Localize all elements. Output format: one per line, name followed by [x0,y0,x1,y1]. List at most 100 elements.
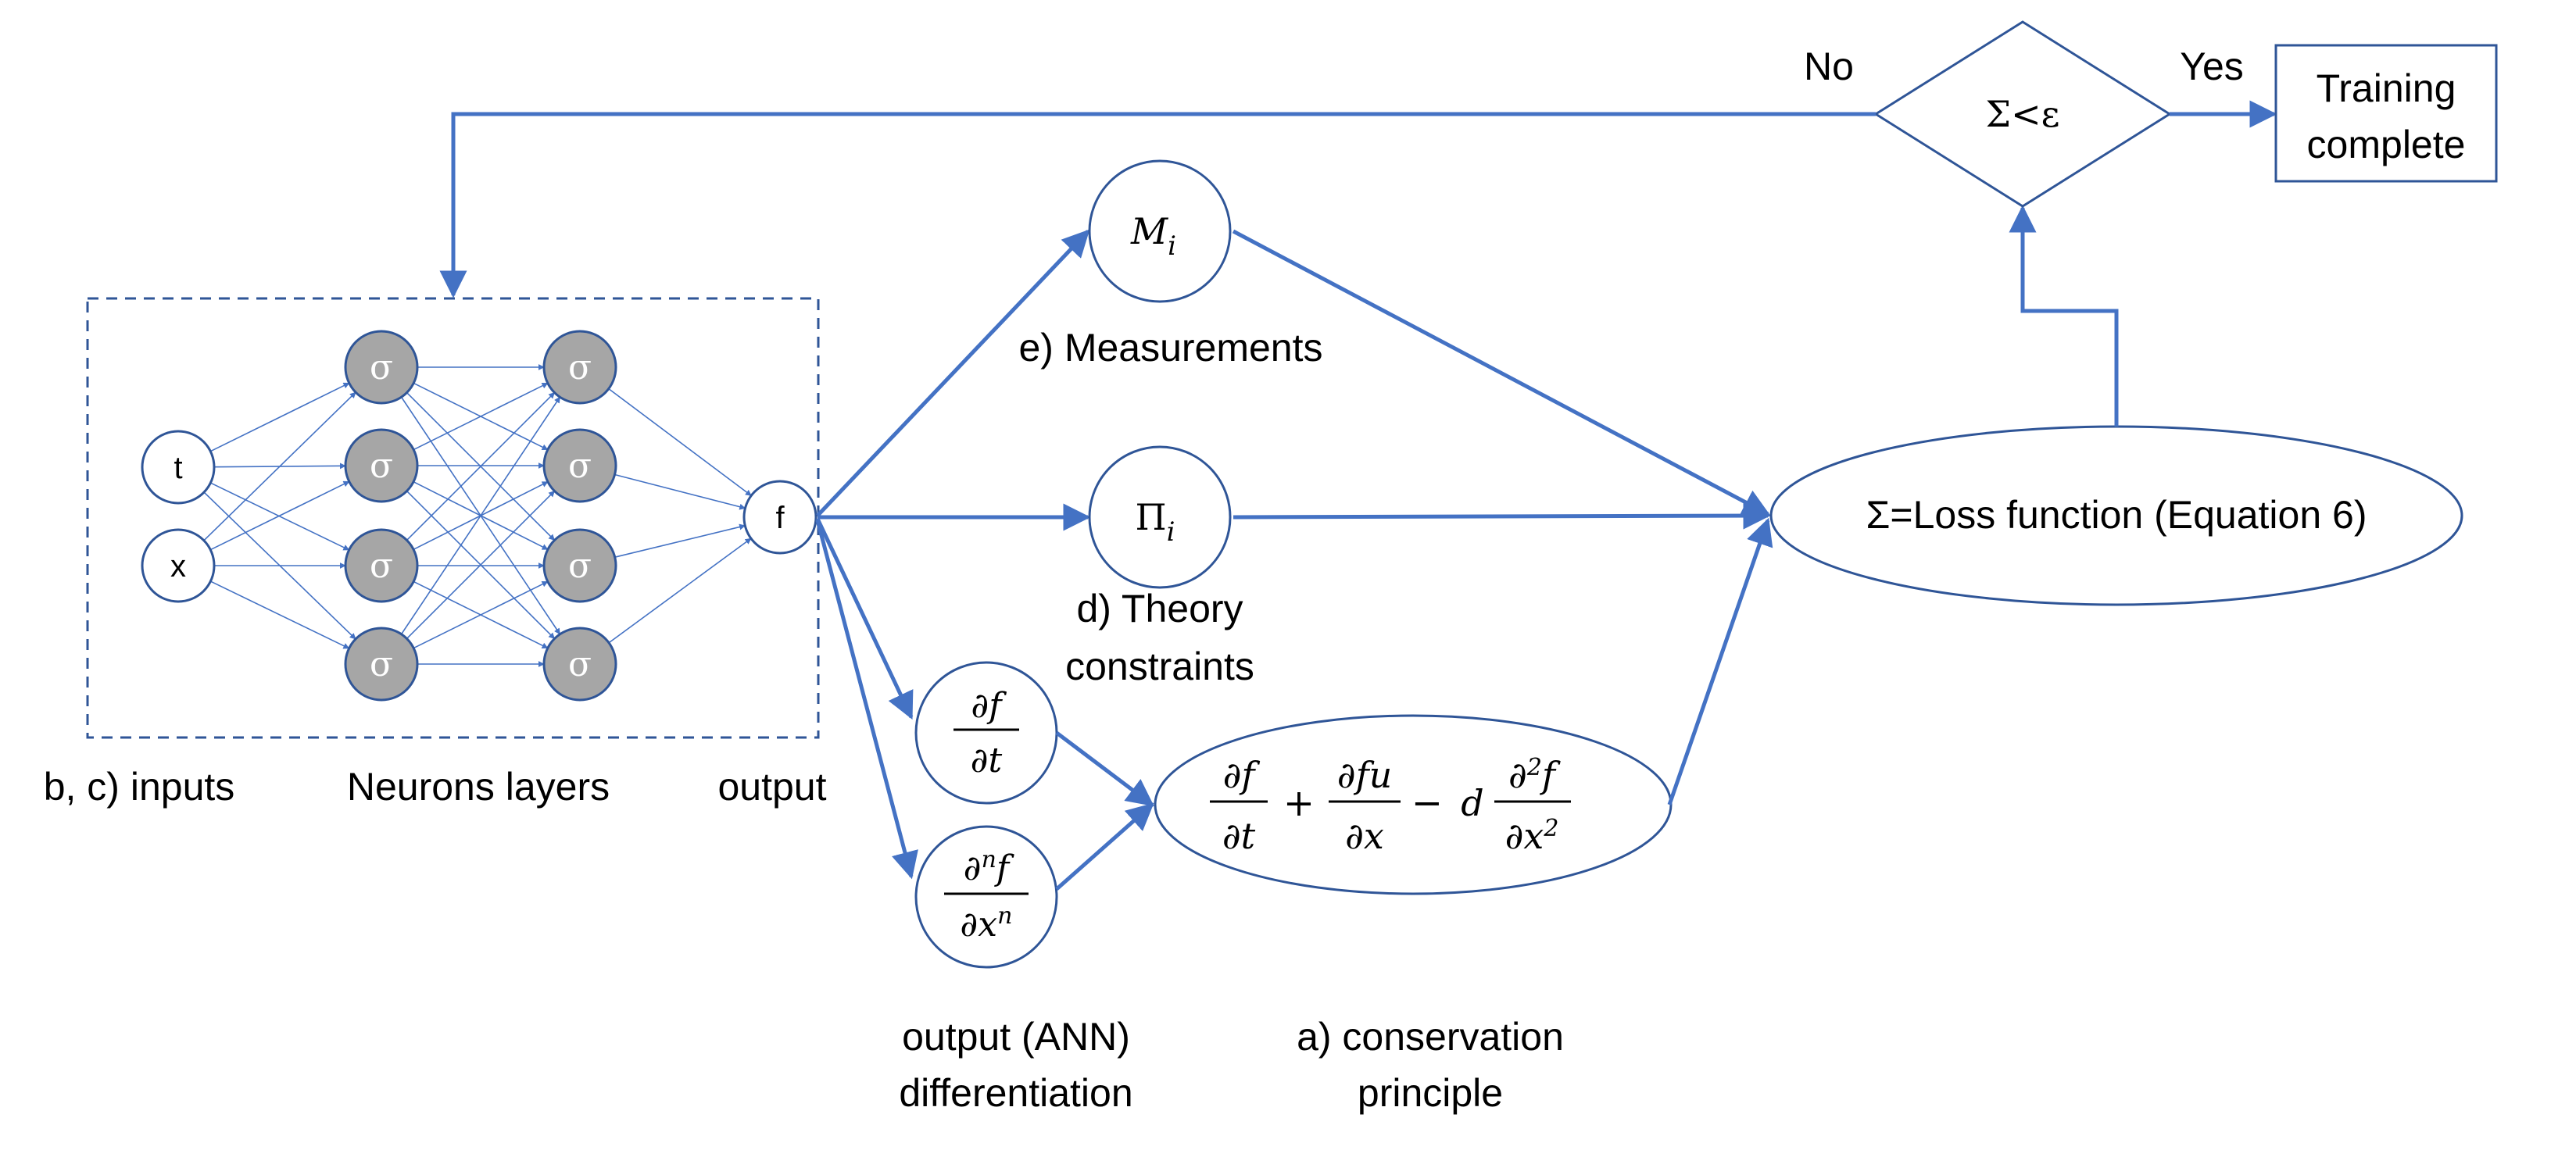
network-connection [413,580,549,649]
dfdt-node: ∂f ∂t [914,661,1058,805]
arrow-loss-to-decision [2009,205,2119,427]
network-connection [608,388,752,497]
arrow-conservation-to-loss [1667,517,1773,805]
cons-dx: ∂x [1345,815,1384,857]
neurons-layers-label: Neurons layers [347,765,610,809]
output-node-f: f [742,480,818,555]
cons-dt: ∂t [1222,815,1256,857]
cons-d2f-partial: ∂ [1508,754,1527,796]
svg-text:Mi: Mi [1130,210,1176,262]
svg-text:σ: σ [370,645,393,684]
dxn-partial: ∂x [961,905,998,945]
network-connection [209,480,350,551]
dfdt-numerator: ∂f [971,686,1007,726]
network-connection [203,391,356,541]
differentiation-label-line1: output (ANN) [902,1015,1130,1059]
network-connection [413,382,549,451]
conservation-label-line1: a) conservation [1297,1015,1564,1059]
cons-d2f-two: 2 [1526,754,1542,781]
loss-label: Σ=Loss function (Equation 6) [1866,493,2367,537]
cons-d: d [1461,782,1483,824]
cons-dx2-partial: ∂x [1505,815,1544,857]
neuron: σ [344,428,419,503]
cons-df: ∂f [1223,754,1261,796]
arrow-theory-to-loss [1233,502,1771,530]
inputs-label: b, c) inputs [44,765,235,809]
network-connection [614,523,746,558]
arrow-dfdt-to-conservation [1055,731,1154,807]
theory-symbol: Π [1136,496,1167,538]
arrow-f-to-dnfdxn [815,520,918,880]
svg-text:σ: σ [568,348,592,388]
dnf-n: n [982,846,996,873]
no-label: No [1804,45,1854,88]
network-connection [210,580,350,649]
svg-text:σ: σ [370,446,393,486]
yes-label: Yes [2180,45,2244,88]
network-connection [210,482,350,551]
differentiation-label-line2: differentiation [899,1071,1132,1115]
neuron: σ [542,428,617,503]
network-connection [608,538,752,644]
training-complete-box: Training complete [2274,44,2498,183]
svg-text:σ: σ [568,645,592,684]
network-connection [406,490,556,640]
svg-text:σ: σ [568,446,592,486]
measurement-symbol: M [1130,210,1169,252]
svg-text:∂xn: ∂xn [961,902,1013,945]
hidden-layer-2: σ σ σ σ [542,330,617,702]
dfdt-denominator: ∂t [971,741,1003,780]
cons-plus: + [1283,781,1315,825]
dnf-partial: ∂ [964,848,982,888]
dxn-n: n [997,902,1012,930]
svg-text:Πi: Πi [1136,496,1175,548]
svg-text:∂x2: ∂x2 [1505,815,1559,857]
cons-minus: − [1411,781,1443,825]
arrow-f-to-measurements [816,229,1090,517]
dnfdxn-node: ∂nf ∂xn [914,825,1058,969]
arrow-measurements-to-loss [1232,229,1771,516]
decision-label: Σ<ε [1986,93,2060,135]
arrow-feedback-no [439,112,1876,298]
network-connection [209,382,350,452]
complete-label-line1: Training [2317,66,2456,110]
cons-dx2-two: 2 [1543,815,1558,842]
cons-dfu: ∂fu [1337,754,1392,796]
measurement-node: Mi [1088,159,1232,303]
neuron: σ [542,528,617,603]
network-connection [614,473,746,510]
neuron: σ [344,330,419,405]
neuron: σ [344,627,419,702]
network-connection [406,391,556,541]
svg-text:σ: σ [370,348,393,388]
theory-node: Πi [1088,445,1232,589]
neuron: σ [542,627,617,702]
neuron: σ [344,528,419,603]
arrow-dnfdxn-to-conservation [1055,802,1154,891]
decision-node: Σ<ε [1873,20,2172,208]
input-node-t: t [141,430,216,505]
network-connection [400,396,561,635]
input-node-x: x [141,528,216,603]
theory-label-line1: d) Theory [1076,587,1243,630]
loss-node: Σ=Loss function (Equation 6) [1769,425,2463,606]
complete-label-line2: complete [2307,123,2466,166]
theory-label-line2: constraints [1065,645,1254,688]
conservation-label-line2: principle [1358,1071,1503,1115]
measurement-subscript: i [1168,230,1176,262]
output-f-label: f [775,501,785,535]
neuron: σ [542,330,617,405]
conservation-node: ∂f ∂t + ∂fu ∂x − d ∂2f ∂x2 [1154,714,1673,895]
measurements-label: e) Measurements [1018,326,1322,370]
arrow-f-to-dfdt [815,517,914,720]
network-box [86,297,820,739]
input-x-label: x [170,549,186,584]
output-label: output [717,765,826,809]
input-t-label: t [174,451,182,485]
hidden-layer-1: σ σ σ σ [344,330,419,702]
network-connections [203,364,752,667]
theory-subscript: i [1167,516,1175,548]
svg-text:σ: σ [568,546,592,586]
svg-text:σ: σ [370,546,393,586]
